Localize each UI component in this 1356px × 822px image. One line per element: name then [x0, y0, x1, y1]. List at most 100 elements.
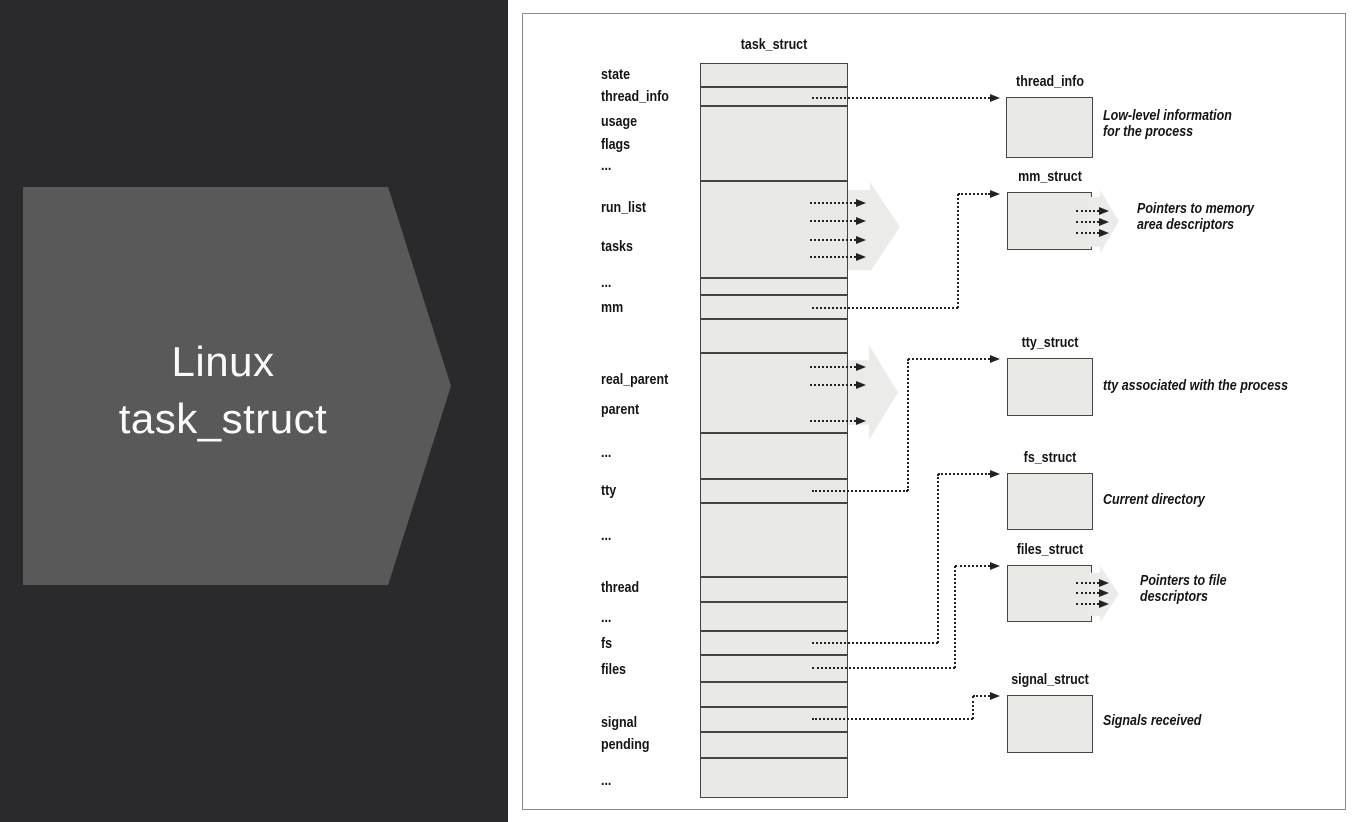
connector-tty-seg2: [908, 358, 990, 360]
task-struct-cell-4: [700, 278, 848, 295]
field-label-tty: tty: [601, 483, 617, 499]
field-label-ellipsis-11: ...: [601, 445, 612, 461]
pointer-arrow-0-3-line: [810, 256, 856, 258]
slide-title-line-1: Linux: [171, 338, 275, 385]
pointer-arrow-files_struct-1-line: [1076, 592, 1099, 594]
field-label-fs: fs: [601, 636, 613, 652]
pointer-arrow-files_struct-2-head: [1099, 600, 1109, 608]
pointer-arrow-0-1-head: [856, 217, 866, 225]
task-struct-cell-0: [700, 63, 848, 87]
connector-files-seg1: [954, 566, 956, 668]
task-struct-cell-18: [700, 758, 848, 798]
struct-box-thread_info: [1006, 97, 1093, 158]
connector-mm-seg1: [957, 194, 959, 308]
connector-mm-seg0: [812, 307, 958, 309]
field-label-parent: parent: [601, 402, 640, 418]
field-label-real_parent: real_parent: [601, 372, 669, 388]
struct-desc-mm_struct-line-0: Pointers to memory: [1137, 201, 1255, 217]
pointer-arrow-1-1-line: [810, 384, 856, 386]
connector-mm-seg2: [958, 193, 990, 195]
pointer-arrow-mm_struct-2-line: [1076, 232, 1099, 234]
task-struct-cell-2: [700, 106, 848, 181]
connector-fs-arrowhead: [990, 470, 1000, 478]
chevron-arrow-shape: Linux task_struct: [23, 187, 451, 585]
field-label-ellipsis-13: ...: [601, 528, 612, 544]
connector-thread_info-seg0: [812, 97, 990, 99]
struct-label-files_struct: files_struct: [1016, 542, 1083, 558]
diagram-title: task_struct: [740, 37, 808, 53]
connector-signal-seg1: [972, 696, 974, 719]
pointer-arrow-mm_struct-1-head: [1099, 218, 1109, 226]
pointer-arrow-files_struct-1-head: [1099, 589, 1109, 597]
struct-desc-signal_struct: Signals received: [1103, 713, 1202, 730]
task-struct-cell-3: [700, 181, 848, 278]
pointer-arrow-0-0-line: [810, 202, 856, 204]
slide-title: Linux task_struct: [23, 333, 423, 447]
task-struct-cell-17: [700, 732, 848, 758]
task-struct-cell-11: [700, 577, 848, 602]
task-struct-cell-12: [700, 602, 848, 631]
field-label-signal: signal: [601, 715, 638, 731]
struct-desc-files_struct-line-0: Pointers to file: [1140, 573, 1227, 589]
pointer-arrow-0-2-line: [810, 239, 856, 241]
connector-files-seg2: [955, 565, 990, 567]
pointer-arrow-mm_struct-1-line: [1076, 221, 1099, 223]
connector-files-arrowhead: [990, 562, 1000, 570]
connector-signal-seg2: [973, 695, 990, 697]
field-label-ellipsis-4: ...: [601, 158, 612, 174]
pointer-arrow-mm_struct-0-head: [1099, 207, 1109, 215]
connector-fs-seg0: [812, 642, 938, 644]
connector-tty-seg0: [812, 490, 908, 492]
struct-label-tty_struct: tty_struct: [1021, 335, 1079, 351]
struct-desc-tty_struct-line-0: tty associated with the process: [1103, 378, 1289, 394]
field-label-files: files: [601, 662, 626, 678]
field-label-ellipsis-15: ...: [601, 610, 612, 626]
struct-box-signal_struct: [1007, 695, 1093, 753]
pointer-arrow-mm_struct-2-head: [1099, 229, 1109, 237]
connector-signal-seg0: [812, 718, 973, 720]
task-struct-cell-10: [700, 503, 848, 577]
figure-panel: [508, 0, 1356, 822]
pointer-arrow-0-3-head: [856, 253, 866, 261]
struct-desc-fs_struct-line-0: Current directory: [1103, 492, 1205, 508]
connector-files-seg0: [812, 667, 955, 669]
field-label-mm: mm: [601, 300, 624, 316]
field-label-thread: thread: [601, 580, 640, 596]
struct-desc-signal_struct-line-0: Signals received: [1103, 713, 1202, 729]
field-label-ellipsis-7: ...: [601, 275, 612, 291]
connector-fs-seg1: [937, 474, 939, 643]
struct-box-fs_struct: [1007, 473, 1093, 530]
struct-desc-mm_struct-line-1: area descriptors: [1137, 216, 1235, 233]
pointer-arrow-1-1-head: [856, 381, 866, 389]
field-label-flags: flags: [601, 137, 631, 153]
struct-label-fs_struct: fs_struct: [1023, 450, 1077, 466]
connector-fs-seg2: [938, 473, 990, 475]
task-struct-cell-15: [700, 682, 848, 707]
field-label-ellipsis-20: ...: [601, 773, 612, 789]
struct-desc-tty_struct: tty associated with the process: [1103, 378, 1289, 395]
field-label-tasks: tasks: [601, 239, 633, 255]
field-label-state: state: [601, 67, 631, 83]
figure-frame-border: [522, 13, 1346, 810]
pointer-arrow-files_struct-0-head: [1099, 579, 1109, 587]
pointer-arrow-1-2-line: [810, 420, 856, 422]
connector-mm-arrowhead: [990, 190, 1000, 198]
task-struct-cell-8: [700, 433, 848, 479]
struct-label-thread_info: thread_info: [1015, 74, 1084, 90]
pointer-arrow-0-1-line: [810, 220, 856, 222]
connector-signal-arrowhead: [990, 692, 1000, 700]
pointer-arrow-mm_struct-0-line: [1076, 210, 1099, 212]
field-label-pending: pending: [601, 737, 650, 753]
struct-box-tty_struct: [1007, 358, 1093, 416]
connector-thread_info-arrowhead: [990, 94, 1000, 102]
struct-desc-thread_info-line-1: for the process: [1103, 123, 1194, 140]
task-struct-cell-16: [700, 707, 848, 732]
pointer-arrow-files_struct-0-line: [1076, 582, 1099, 584]
pointer-arrow-1-2-head: [856, 417, 866, 425]
struct-label-signal_struct: signal_struct: [1011, 672, 1089, 688]
field-label-usage: usage: [601, 114, 638, 130]
connector-tty-arrowhead: [990, 355, 1000, 363]
